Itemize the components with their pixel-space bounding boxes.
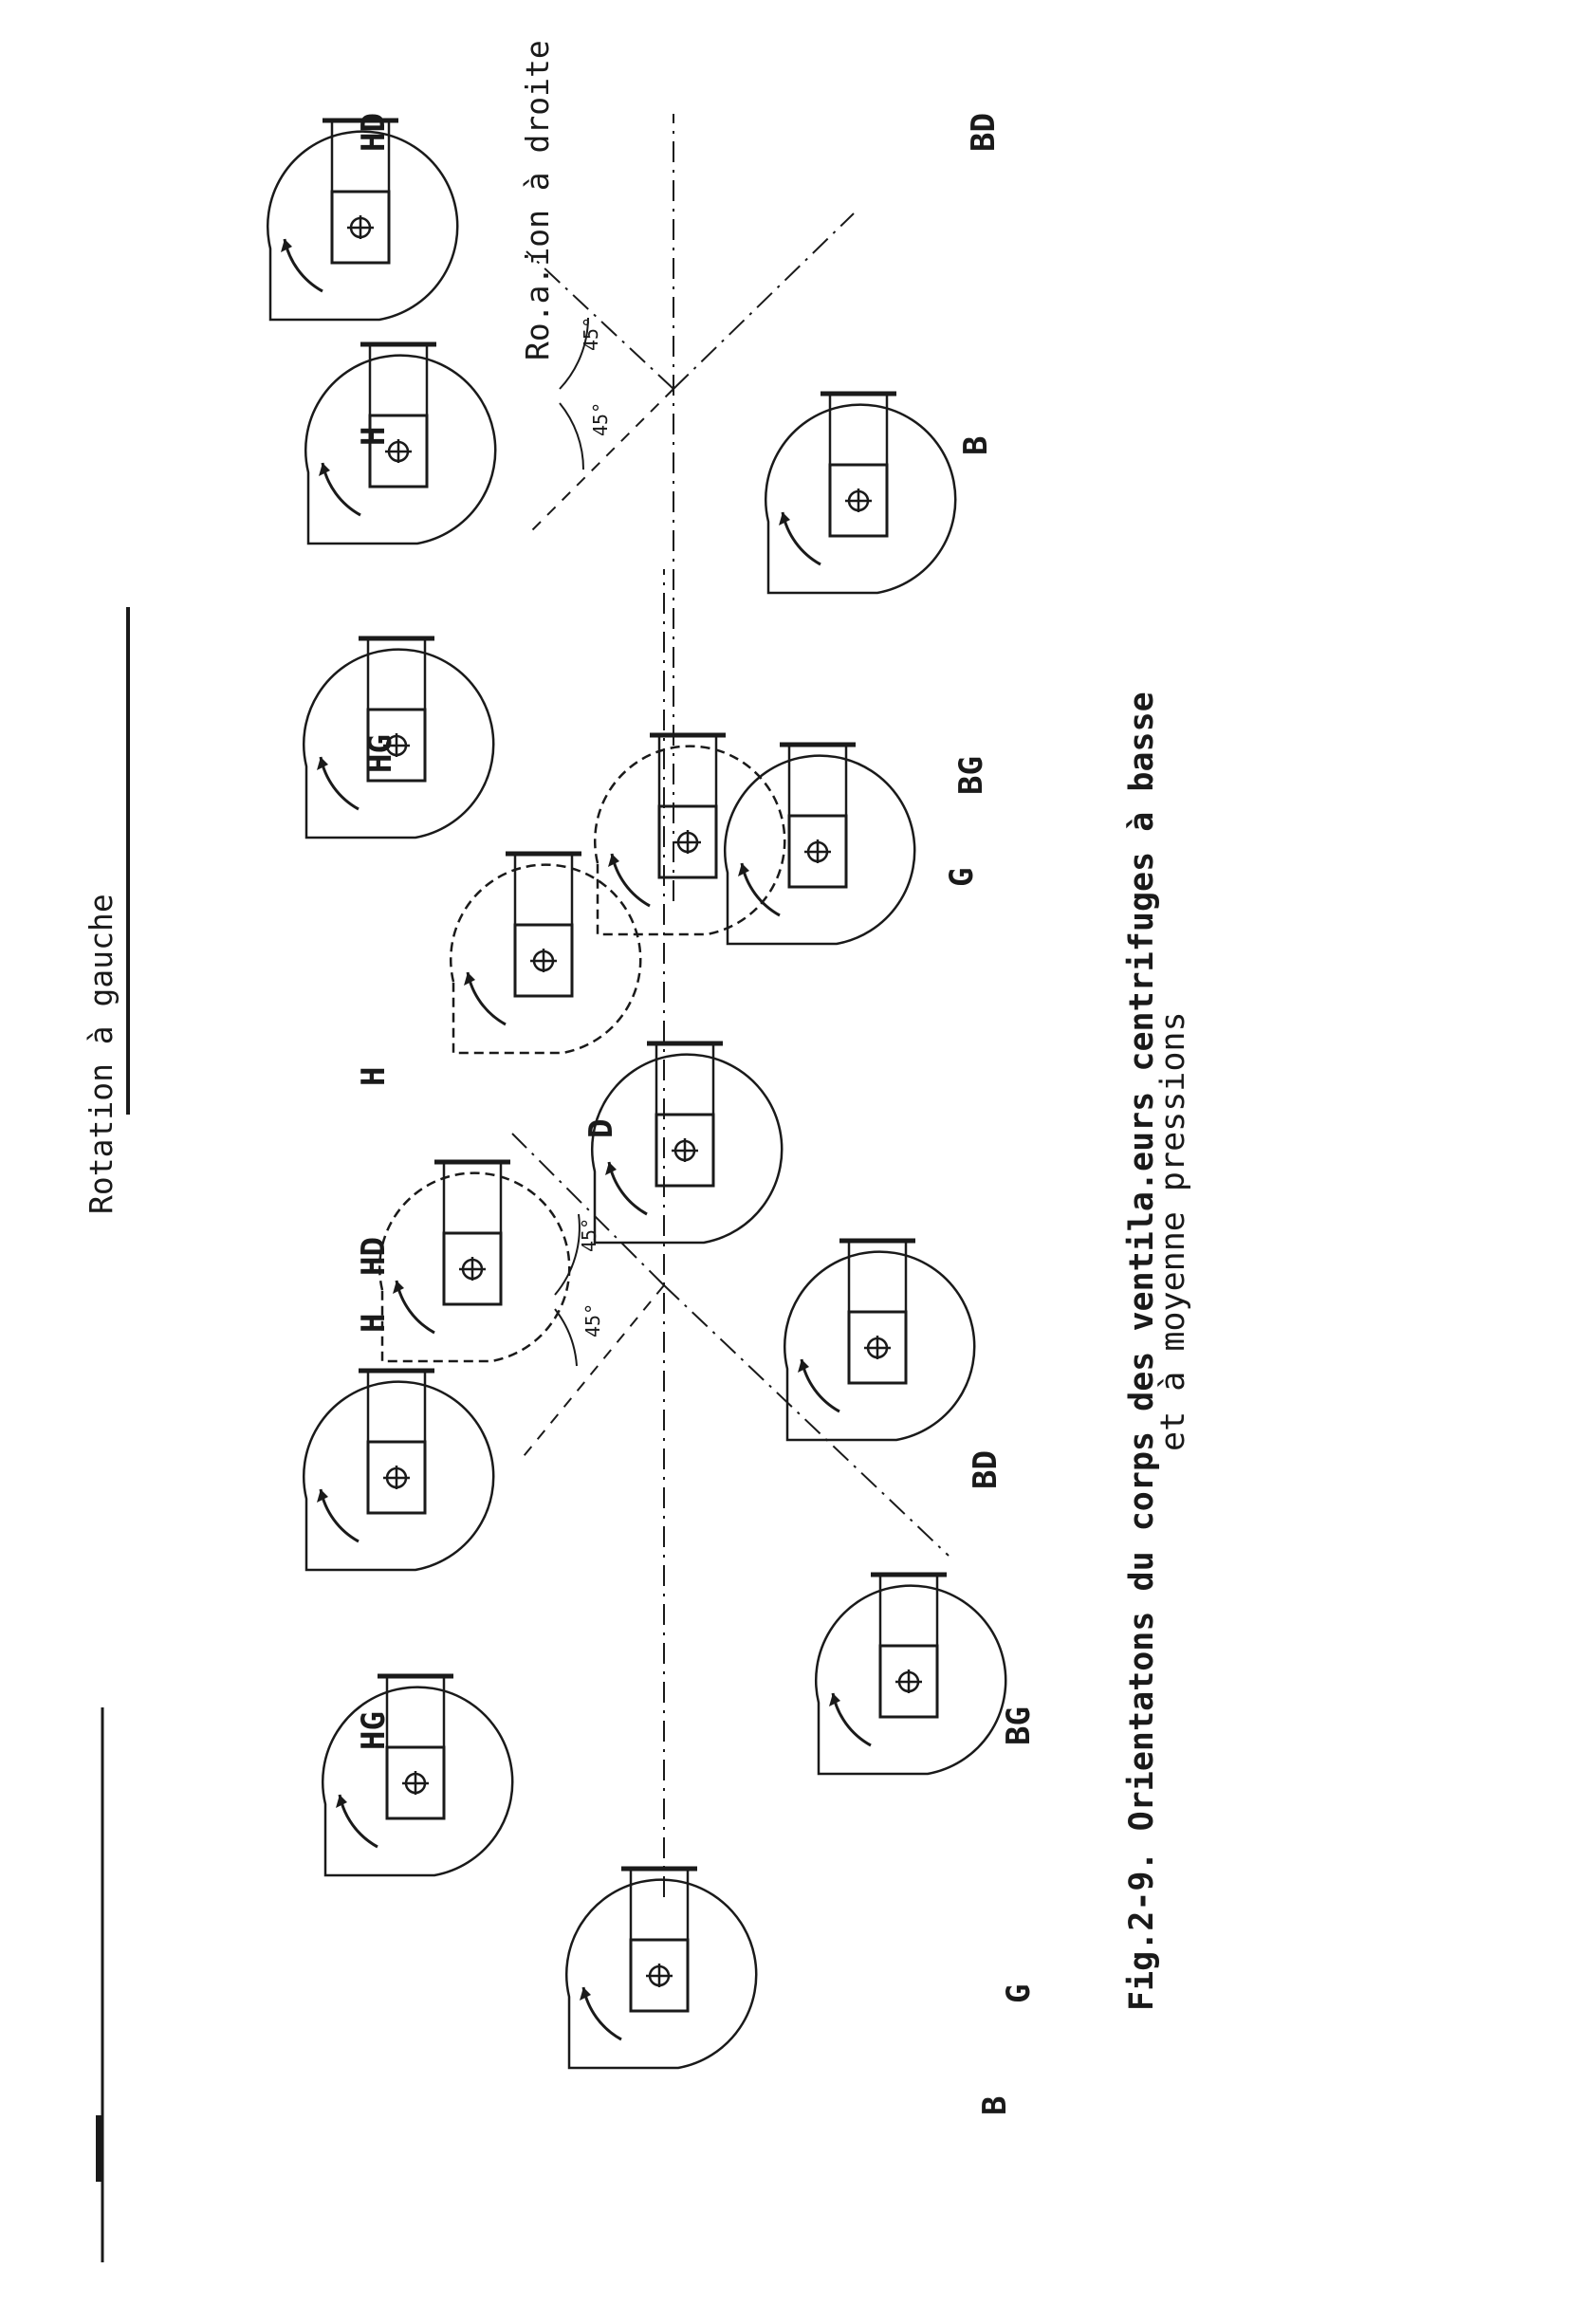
caption-line-1: Fig.2-9. Orientatons du corps des ventil… <box>1123 692 1161 2011</box>
fan-unit-h <box>302 1368 495 1572</box>
left-angle-arc-1 <box>554 1213 581 1296</box>
right-angle-arc-1 <box>559 317 589 390</box>
right-label-b: B <box>957 436 995 455</box>
left-label-hd: HD <box>355 1237 393 1276</box>
right-diagram: Ro.a.ion à droite 45° 45° G HG H HD BD B… <box>266 40 1003 1055</box>
right-label-bg: BG <box>952 756 990 795</box>
right-label-h: H <box>355 427 393 446</box>
right-label-g: G <box>943 868 981 887</box>
fan-unit-g <box>593 732 786 936</box>
right-angle-arc-2 <box>559 402 585 470</box>
fan-unit-hd <box>304 341 497 545</box>
right-diagonal-lower <box>673 212 855 390</box>
left-label-b: B <box>976 2096 1014 2115</box>
left-diagonal-hg <box>519 1284 665 1462</box>
left-label-h: H <box>355 1067 393 1086</box>
right-diagram-title: Ro.a.ion à droite <box>519 40 556 360</box>
fan-unit-d <box>590 1041 784 1245</box>
left-diagram-title: Rotation à gauche <box>83 894 120 1214</box>
left-diagonal-lower <box>663 1284 950 1557</box>
left-diagonal-upper <box>511 1133 665 1286</box>
fan-unit-bd <box>783 1238 976 1442</box>
fan-unit-hg <box>449 851 642 1055</box>
right-label-bd: BD <box>965 113 1003 152</box>
left-diagram: Rotation à gauche 45° 45° G HG H H HD D … <box>83 569 1038 2262</box>
right-angle-label-1: 45° <box>580 317 602 351</box>
fan-unit-bd <box>764 391 957 595</box>
fan-unit-h <box>302 636 495 839</box>
left-angle-arc-2 <box>554 1308 578 1367</box>
left-angle-label-1: 45° <box>578 1218 600 1252</box>
fan-unit-hd <box>378 1159 571 1363</box>
right-diagonal-upper <box>526 250 674 390</box>
right-diagonal-hg <box>530 388 674 532</box>
left-label-d: D <box>582 1119 620 1138</box>
left-label-bg: BG <box>1000 1706 1038 1745</box>
caption-line-2: et à moyenne pressions <box>1154 1011 1192 1451</box>
figure-caption: Fig.2-9. Orientatons du corps des ventil… <box>1123 692 1192 2011</box>
fan-unit-hg <box>321 1673 514 1877</box>
fan-unit-g <box>564 1866 758 2070</box>
fan-unit-hd-2 <box>266 118 459 322</box>
left-label-g: G <box>1000 1984 1038 2003</box>
left-label-bd: BD <box>967 1450 1005 1489</box>
left-label-h-2: H <box>355 1314 393 1333</box>
right-angle-label-2: 45° <box>589 402 612 436</box>
fan-unit-b <box>814 1572 1007 1776</box>
fan-unit-bg <box>723 742 916 946</box>
left-angle-label-2: 45° <box>581 1303 604 1337</box>
